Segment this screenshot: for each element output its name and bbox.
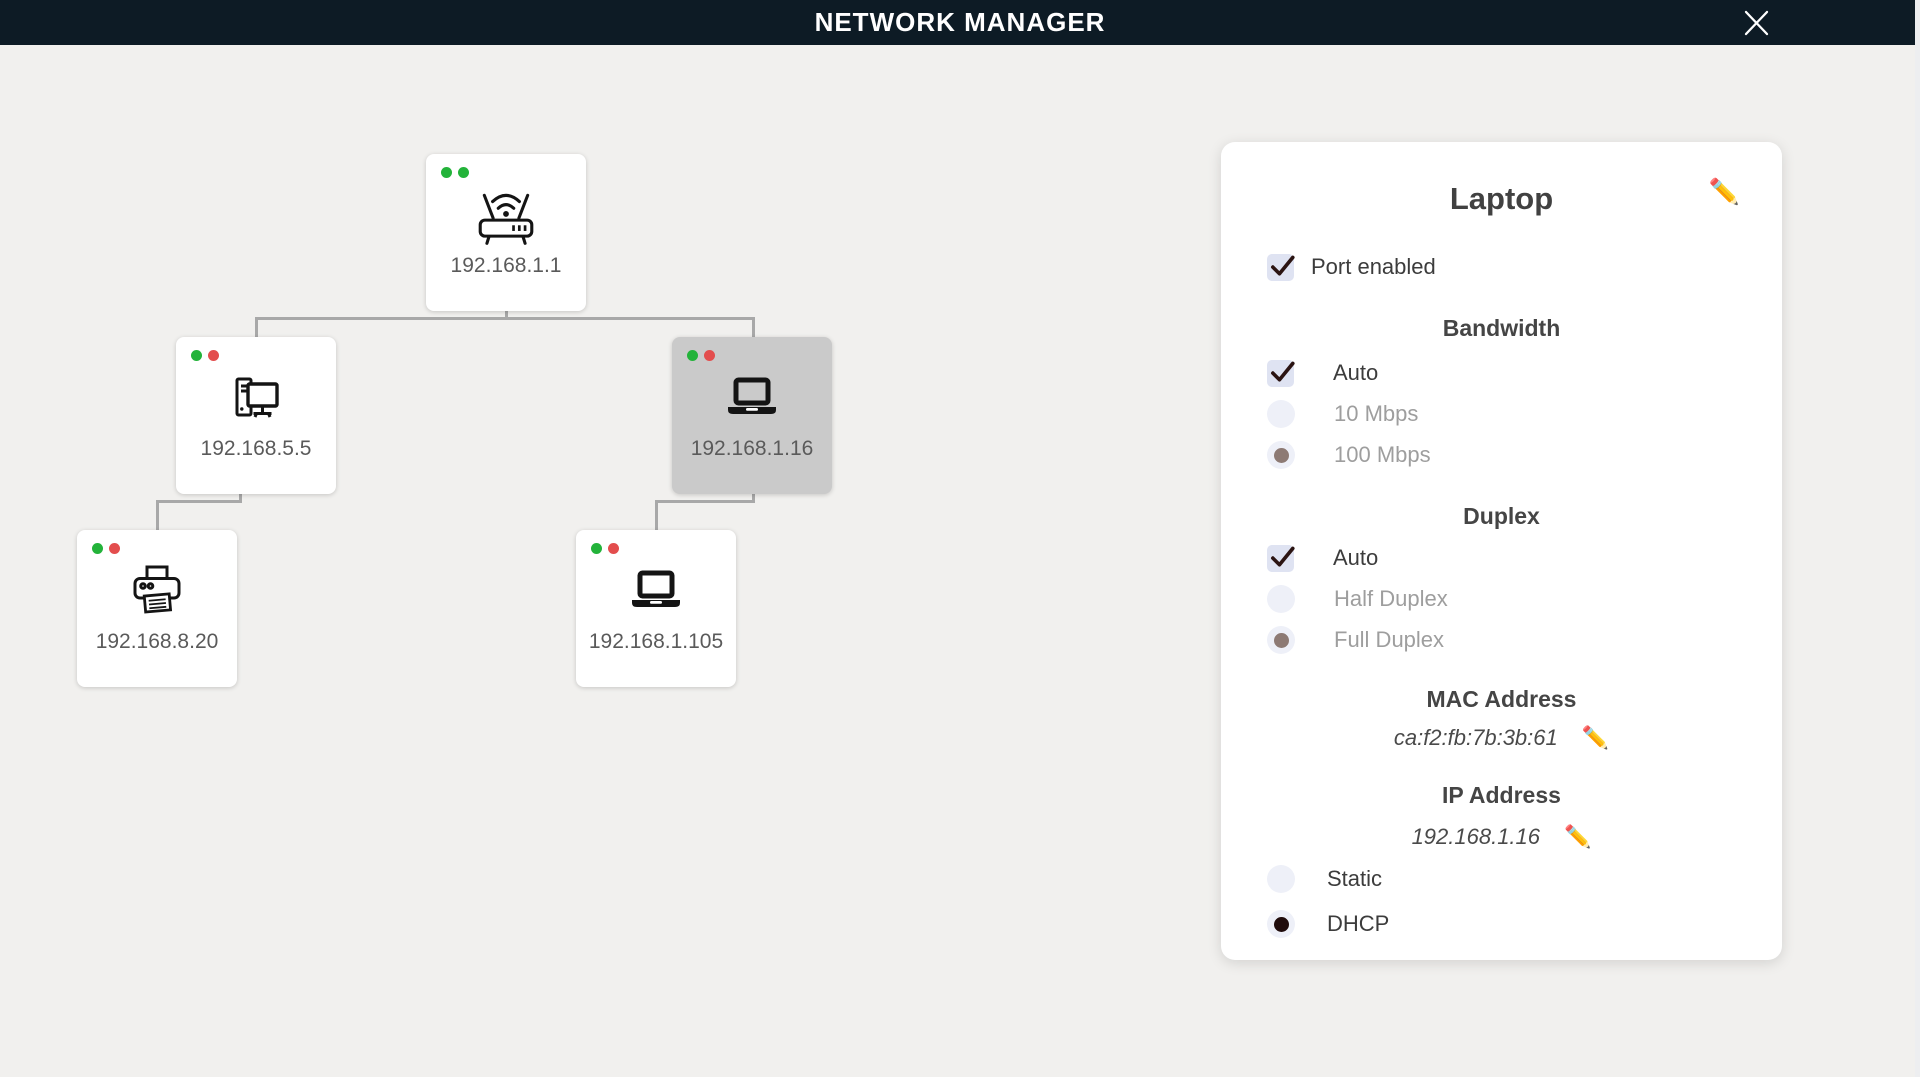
duplex-half-radio[interactable] [1267, 585, 1295, 613]
node-desktop[interactable]: 192.168.5.5 [176, 337, 336, 494]
status-dots [591, 543, 619, 554]
desktop-icon [222, 365, 290, 433]
router-icon [472, 182, 540, 250]
status-dot-green [191, 350, 202, 361]
status-dots [92, 543, 120, 554]
node-router[interactable]: 192.168.1.1 [426, 154, 586, 311]
node-ip: 192.168.1.16 [690, 437, 814, 460]
connector-laptop-laptop2 [655, 500, 755, 503]
device-details-panel: Laptop ✏️ Port enabled Bandwidth Auto 10… [1221, 142, 1782, 960]
ip-address-value: 192.168.1.16 [1411, 824, 1541, 849]
bandwidth-100mbps-label: 100 Mbps [1334, 442, 1431, 467]
bandwidth-100mbps-radio[interactable] [1267, 441, 1295, 469]
edit-name-icon[interactable]: ✏️ [1708, 178, 1740, 206]
panel-title-row: Laptop ✏️ [1221, 178, 1782, 220]
connector-to-printer [156, 500, 159, 532]
status-dot-green [92, 543, 103, 554]
ip-mode-static-label: Static [1327, 866, 1383, 891]
connector-to-laptop [752, 317, 755, 339]
ip-mode-dhcp-label: DHCP [1327, 911, 1390, 936]
ip-address-heading: IP Address [1442, 782, 1561, 808]
mac-address-value: ca:f2:fb:7b:3b:61 [1393, 725, 1558, 750]
node-laptop-selected[interactable]: 192.168.1.16 [672, 337, 832, 494]
laptop-icon [622, 558, 690, 626]
node-printer[interactable]: 192.168.8.20 [77, 530, 237, 687]
status-dots [191, 350, 219, 361]
duplex-full-radio[interactable] [1267, 626, 1295, 654]
app-header: NETWORK MANAGER [0, 0, 1920, 45]
status-dot-red [208, 350, 219, 361]
close-icon[interactable] [1736, 5, 1776, 41]
ip-mode-dhcp-radio[interactable] [1267, 910, 1295, 938]
status-dot-green [687, 350, 698, 361]
connector-desktop-printer [156, 500, 242, 503]
duplex-full-row: Full Duplex [1221, 625, 1782, 655]
check-icon [1271, 546, 1295, 567]
scrollbar-track[interactable] [1915, 0, 1920, 1077]
port-enabled-label: Port enabled [1311, 254, 1436, 279]
duplex-heading: Duplex [1463, 503, 1540, 529]
close-x-glyph [1744, 10, 1769, 36]
node-laptop-2[interactable]: 192.168.1.105 [576, 530, 736, 687]
connector-desktop-stub [239, 494, 242, 503]
bandwidth-auto-label: Auto [1333, 360, 1379, 385]
connector-router-children [255, 317, 755, 320]
laptop-icon [718, 365, 786, 433]
mac-address-row: ca:f2:fb:7b:3b:61 ✏️ [1221, 725, 1782, 751]
node-ip: 192.168.1.105 [588, 630, 724, 653]
edit-ip-icon[interactable]: ✏️ [1564, 824, 1592, 849]
status-dot-green [458, 167, 469, 178]
status-dot-green [441, 167, 452, 178]
check-icon [1271, 255, 1295, 276]
duplex-auto-row: Auto [1221, 543, 1782, 573]
port-enabled-row: Port enabled [1221, 252, 1782, 282]
mac-address-heading: MAC Address [1426, 686, 1577, 712]
ip-mode-static-row: Static [1221, 864, 1782, 894]
node-ip: 192.168.8.20 [95, 630, 219, 653]
connector-laptop-stub [752, 494, 755, 503]
connector-to-laptop2 [655, 500, 658, 532]
status-dot-red [608, 543, 619, 554]
connector-to-desktop [255, 317, 258, 339]
bandwidth-10mbps-radio[interactable] [1267, 400, 1295, 428]
status-dots [441, 167, 469, 178]
check-icon [1271, 361, 1295, 382]
duplex-half-row: Half Duplex [1221, 584, 1782, 614]
printer-icon [123, 558, 191, 626]
node-ip: 192.168.1.1 [450, 254, 562, 277]
ip-mode-static-radio[interactable] [1267, 865, 1295, 893]
bandwidth-100mbps-row: 100 Mbps [1221, 440, 1782, 470]
status-dot-red [704, 350, 715, 361]
ip-mode-dhcp-row: DHCP [1221, 909, 1782, 939]
bandwidth-auto-row: Auto [1221, 358, 1782, 388]
duplex-half-label: Half Duplex [1334, 586, 1448, 611]
bandwidth-10mbps-row: 10 Mbps [1221, 399, 1782, 429]
duplex-auto-checkbox[interactable] [1267, 544, 1295, 572]
app-title: NETWORK MANAGER [814, 7, 1106, 37]
panel-title: Laptop [1449, 181, 1554, 216]
status-dot-green [591, 543, 602, 554]
node-ip: 192.168.5.5 [200, 437, 312, 460]
ip-address-row: 192.168.1.16 ✏️ [1221, 824, 1782, 850]
duplex-full-label: Full Duplex [1334, 627, 1445, 652]
bandwidth-10mbps-label: 10 Mbps [1334, 401, 1419, 426]
status-dot-red [109, 543, 120, 554]
edit-mac-icon[interactable]: ✏️ [1581, 725, 1610, 750]
bandwidth-heading: Bandwidth [1442, 315, 1561, 341]
duplex-auto-label: Auto [1333, 545, 1379, 570]
status-dots [687, 350, 715, 361]
bandwidth-auto-checkbox[interactable] [1267, 359, 1295, 387]
port-enabled-checkbox[interactable] [1267, 253, 1295, 281]
connector-router-stub [505, 311, 508, 319]
